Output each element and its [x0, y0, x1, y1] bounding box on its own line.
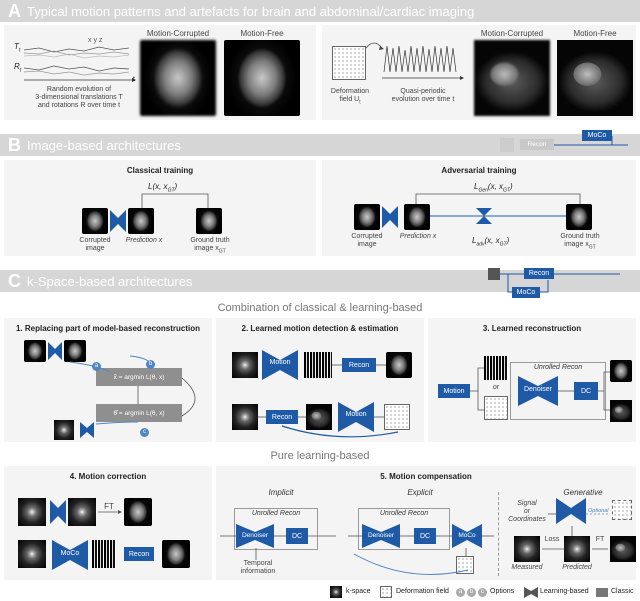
generative-label: Generative	[530, 488, 636, 497]
panel-2-arrows	[228, 340, 424, 440]
abd-motion-free-label: Motion-Free	[555, 29, 635, 38]
deformation-field-icon	[332, 46, 366, 80]
legend-learning-icon	[524, 587, 538, 598]
panel-2-title: 2. Learned motion detection & estimation	[216, 324, 424, 333]
explicit-arrows	[348, 530, 498, 578]
classical-loss-arrows	[140, 190, 212, 210]
explicit-label: Explicit	[350, 488, 490, 497]
option-c-icon: c	[140, 428, 149, 437]
c-mini-pipeline	[488, 266, 628, 300]
legend-deformation-icon	[380, 586, 392, 598]
adversarial-title: Adversarial training	[322, 166, 636, 175]
section-letter: B	[8, 135, 21, 156]
adv-prediction-label: Prediction x	[392, 233, 444, 241]
implicit-arrows	[220, 530, 340, 560]
adv-corrupted-image	[354, 204, 380, 230]
section-a-header: A Typical motion patterns and artefacts …	[0, 0, 640, 22]
section-letter: C	[8, 271, 21, 292]
section-title: Typical motion patterns and artefacts fo…	[27, 4, 474, 19]
l-adv-label: Ladv(x, xGT)	[472, 236, 509, 248]
abdominal-corrupted-image	[474, 40, 550, 116]
measured-label: Measured	[508, 564, 546, 572]
brain-corrupted-image	[140, 40, 216, 116]
motion-free-label: Motion-Free	[222, 29, 302, 38]
ft-arrow	[98, 508, 122, 516]
generative-arrows	[520, 510, 640, 554]
abd-motion-corrupted-label: Motion-Corrupted	[472, 29, 552, 38]
kspace-image	[68, 498, 96, 526]
recon-box: Recon	[124, 547, 154, 561]
legend-kspace-label: k-space	[346, 588, 371, 595]
implicit-label: Implicit	[216, 488, 346, 497]
legend-kspace-icon	[330, 586, 342, 598]
unrolled-recon-label: Unrolled Recon	[234, 510, 318, 517]
option-b-icon: b	[146, 360, 155, 369]
network-icon	[382, 206, 398, 228]
moco-label: MoCo	[52, 550, 88, 557]
kspace-image	[54, 420, 74, 440]
brain-free-image	[224, 40, 300, 116]
b-mini-pipeline	[500, 136, 630, 156]
brain-image	[124, 498, 152, 526]
combination-heading: Combination of classical & learning-base…	[0, 302, 640, 314]
legend-option-c-icon: c	[478, 588, 487, 597]
panel-1-title: 1. Replacing part of model-based reconst…	[4, 324, 212, 333]
predicted-label: Predicted	[558, 564, 596, 572]
panel-4-title: 4. Motion correction	[4, 472, 212, 481]
kspace-image	[18, 498, 46, 526]
classical-title: Classical training	[4, 166, 316, 175]
motion-curves	[24, 42, 134, 84]
legend-option-a-icon: a	[456, 588, 465, 597]
network-icon	[50, 500, 66, 524]
unrolled-recon-label: Unrolled Recon	[358, 510, 450, 517]
ground-truth-image	[196, 208, 222, 234]
deformation-label: Deformation field Ut	[326, 88, 374, 106]
time-label: t	[133, 76, 135, 83]
section-letter: A	[8, 1, 21, 22]
kspace-image	[18, 540, 46, 568]
panel-5-title: 5. Motion compensation	[216, 472, 636, 481]
section-title: k-Space-based architectures	[27, 274, 192, 289]
quasi-periodic-curve	[366, 38, 466, 84]
divider	[498, 492, 499, 576]
motion-box: Motion	[438, 384, 470, 398]
abdominal-free-image	[557, 40, 633, 116]
legend-option-b-icon: b	[467, 588, 476, 597]
random-caption: Random evolution of 3-dimensional transl…	[18, 86, 140, 110]
quasi-periodic-label: Quasi-periodic evolution over time t	[380, 88, 466, 104]
legend-learning-label: Learning-based	[540, 588, 589, 595]
legend-options-label: Options	[490, 588, 514, 595]
legend-deformation-label: Deformation field	[396, 588, 449, 595]
motion-corrupted-label: Motion-Corrupted	[138, 29, 218, 38]
corrupted-image	[82, 208, 108, 234]
prediction-label: Prediction x	[118, 237, 170, 245]
prediction-image	[128, 208, 154, 234]
adv-ground-truth-label: Ground truthimage xGT	[550, 233, 610, 251]
panel-3-title: 3. Learned reconstruction	[428, 324, 636, 333]
r-label: Rt	[14, 62, 21, 74]
temporal-info-label: Temporalinformation	[228, 560, 288, 576]
legend-classic-icon	[596, 588, 608, 597]
adversarial-arrows	[414, 190, 584, 236]
legend-classic-label: Classic	[611, 588, 634, 595]
brain-image	[162, 540, 190, 568]
network-icon	[80, 422, 94, 438]
t-label: Tt	[14, 42, 20, 54]
kspace-lines-image	[92, 540, 116, 568]
option-a-icon: a	[92, 362, 101, 371]
network-icon	[110, 210, 126, 232]
section-title: Image-based architectures	[27, 138, 181, 153]
panel-3-arrows	[468, 356, 634, 426]
pure-learning-heading: Pure learning-based	[0, 450, 640, 462]
